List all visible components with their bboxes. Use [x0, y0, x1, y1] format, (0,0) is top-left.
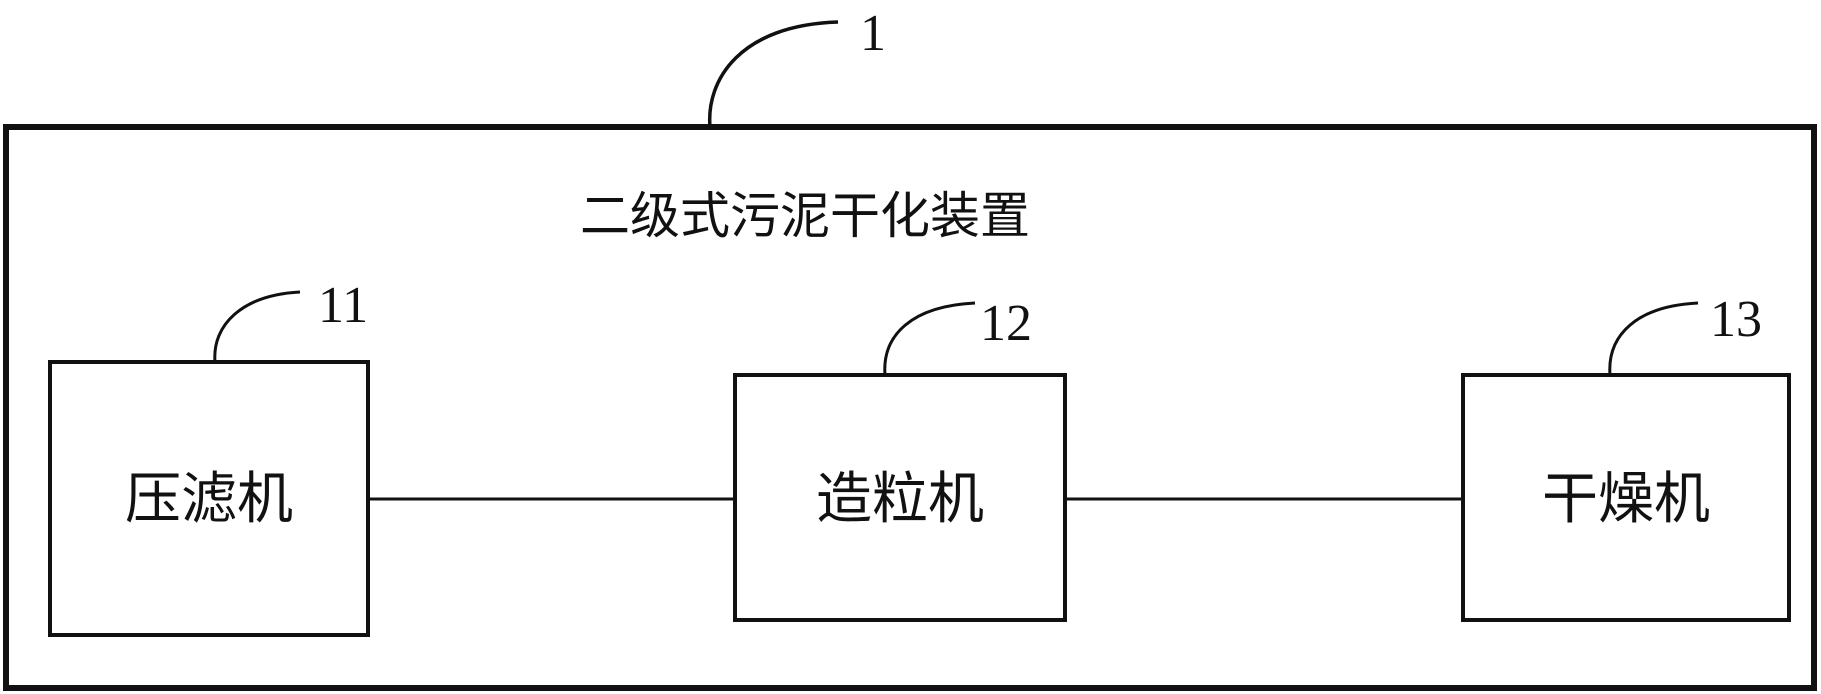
- node-box-granulator: [733, 373, 1067, 622]
- outer-device-ref-label: 1: [860, 5, 886, 62]
- node-leader-line-granulator: [883, 301, 976, 376]
- node-box-dryer: [1461, 373, 1791, 622]
- device-title: 二级式污泥干化装置: [580, 187, 1030, 245]
- node-label-granulator: 造粒机: [816, 467, 984, 532]
- node-ref-label-dryer: 13: [1710, 291, 1762, 348]
- node-box-filter-press: [48, 360, 370, 637]
- node-ref-label-filter-press: 11: [318, 277, 368, 334]
- node-label-filter-press: 压滤机: [125, 467, 293, 532]
- node-label-dryer: 干燥机: [1542, 467, 1710, 532]
- outer-device-frame: [3, 124, 1817, 691]
- node-leader-line-dryer: [1608, 301, 1699, 376]
- node-leader-line-filter-press: [213, 290, 301, 363]
- outer-device-leader-line: [707, 20, 839, 128]
- node-ref-label-granulator: 12: [980, 295, 1032, 352]
